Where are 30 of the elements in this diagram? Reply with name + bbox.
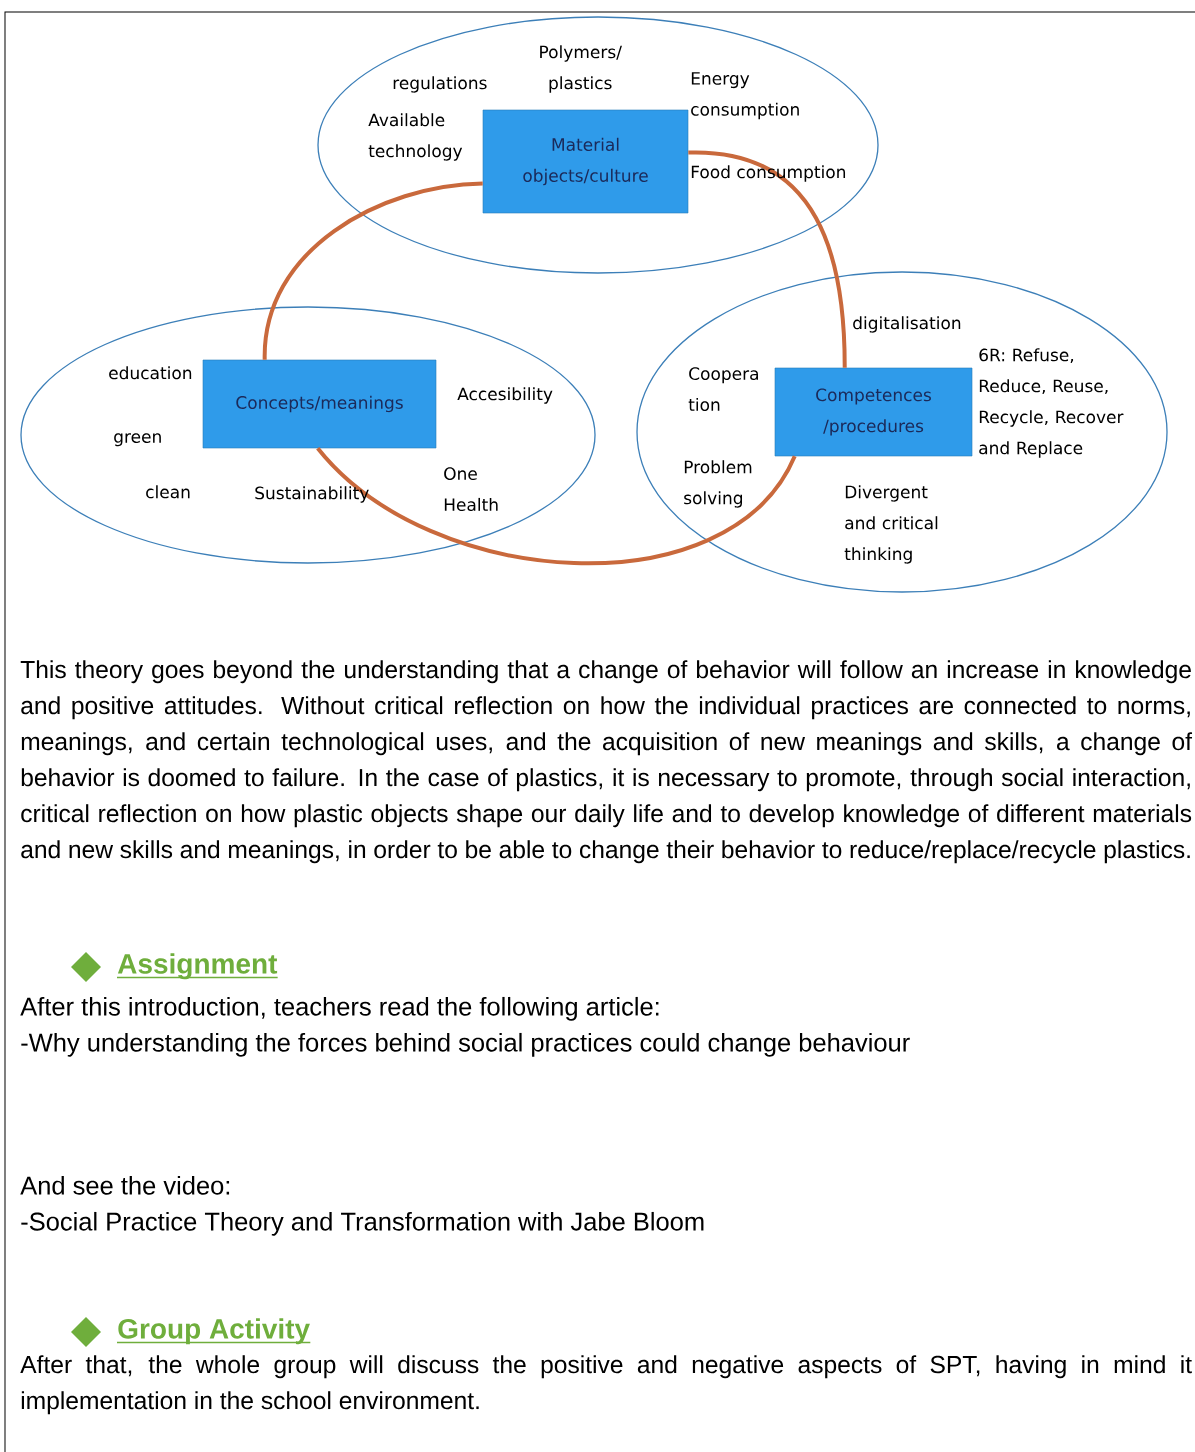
- body-text: This theory goes beyond the understanding that a change of behavior will follow an increase in knowledge and positive attitudes. Without critical reflection on how the individual practices are connected to norms, meanings, and certain technological uses, and the acquisition of new meanings and skills, a change of behavior is doomed to failure. In the case of plastics, it is necessary to promote, through social interaction, critical reflection on how plastic objects shape our daily life and to develop knowledge of different materials and new skills and meanings, in order to be able to change their behavior to reduce/replace/recycle plastics.: [20, 660, 1192, 864]
- keyword-label: clean: [146, 485, 190, 499]
- connector-curve: [262, 181, 483, 360]
- keyword-label: Coopera tion: [688, 367, 758, 412]
- element-box: Competences /procedures: [774, 367, 973, 457]
- keyword-label: Sustainability: [255, 486, 369, 503]
- keyword-label: One Health: [444, 467, 498, 512]
- section-heading: Group Activity: [116, 1318, 312, 1345]
- keyword-label: Energy consumption: [691, 72, 799, 120]
- keyword-label: regulations: [393, 76, 487, 93]
- body-text: -Social Practice Theory and Transformation with Jabe Bloom: [21, 1211, 704, 1236]
- element-ellipse: [317, 16, 879, 274]
- keyword-label: Accesibility: [457, 387, 553, 404]
- body-text: After that, the whole group will discuss the positive and negative aspects of SPT, having in mind it implementation in the school environment.: [20, 1355, 1192, 1415]
- element-box: Concepts/meanings: [202, 359, 437, 449]
- connector-curve: [688, 150, 847, 368]
- keyword-label: Available technology: [368, 113, 463, 161]
- keyword-label: Polymers/ plastics: [540, 45, 622, 93]
- keyword-label: Problem solving: [684, 460, 752, 508]
- element-ellipse: [636, 271, 1168, 593]
- connector-curve: [316, 446, 797, 566]
- keyword-label: digitalisation: [853, 316, 961, 333]
- section-heading: Assignment: [116, 953, 279, 980]
- element-ellipse: [20, 306, 596, 564]
- body-text: And see the video:: [20, 1175, 230, 1195]
- element-box: Material objects/culture: [482, 109, 689, 214]
- body-text: After this introduction, teachers read the following article:: [20, 996, 659, 1021]
- body-text: -Why understanding the forces behind social practices could change behaviour: [21, 1032, 910, 1057]
- keyword-label: Divergent and critical thinking: [844, 485, 938, 564]
- keyword-label: green: [114, 433, 161, 447]
